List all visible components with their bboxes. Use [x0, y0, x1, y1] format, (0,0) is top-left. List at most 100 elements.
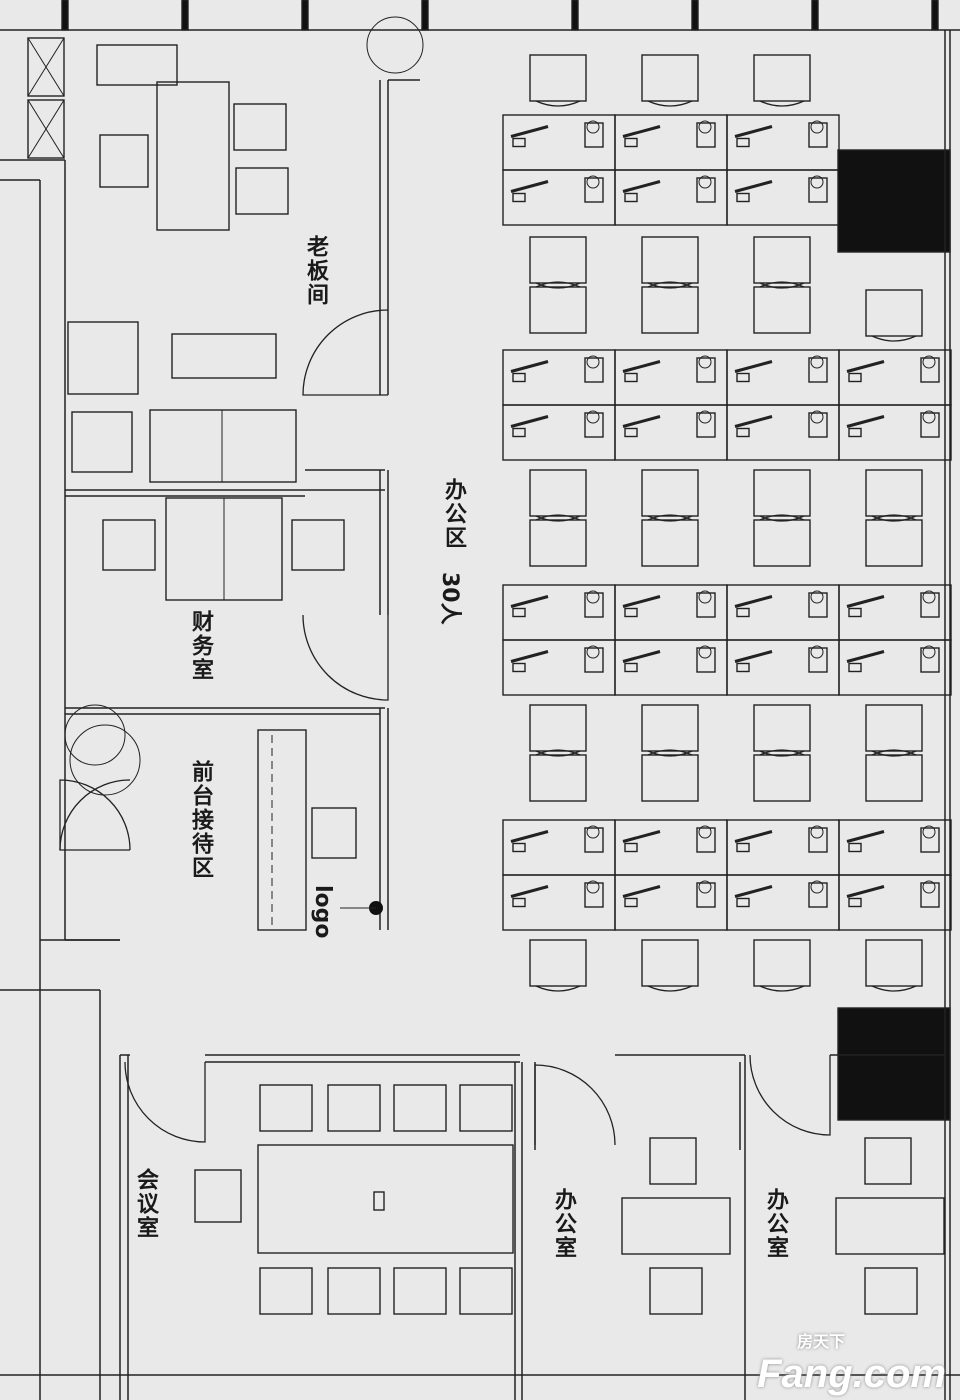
- mouse: [586, 410, 600, 424]
- chair: [865, 469, 923, 517]
- chair: [102, 519, 156, 571]
- phone: [512, 607, 526, 618]
- keyboard: [846, 360, 885, 373]
- mouse: [586, 120, 600, 134]
- phone: [624, 137, 638, 148]
- cabinet: [27, 37, 65, 97]
- chair: [753, 519, 811, 567]
- computer: [696, 647, 716, 673]
- door-meeting-room: [124, 1061, 206, 1143]
- side-table: [71, 411, 133, 473]
- mouse: [586, 645, 600, 659]
- keyboard: [734, 360, 773, 373]
- chair: [259, 1267, 313, 1315]
- chair: [641, 704, 699, 752]
- chair-back: [535, 749, 581, 756]
- watermark-en: Fang.com: [757, 1352, 946, 1396]
- computer: [584, 412, 604, 438]
- office-chair: [864, 1137, 912, 1185]
- chair: [641, 939, 699, 987]
- table-center: [373, 1191, 385, 1211]
- reception-chair: [311, 807, 357, 859]
- phone: [736, 897, 750, 908]
- phone: [624, 607, 638, 618]
- window-mullion: [421, 0, 429, 31]
- chair-back: [535, 750, 581, 757]
- phone: [624, 842, 638, 853]
- keyboard: [734, 595, 773, 608]
- window-mullion: [301, 0, 309, 31]
- watermark: 房天下 Fang.com: [757, 1334, 946, 1396]
- phone: [624, 192, 638, 203]
- computer: [584, 882, 604, 908]
- computer: [920, 592, 940, 618]
- computer: [584, 122, 604, 148]
- chair: [753, 236, 811, 284]
- phone: [736, 607, 750, 618]
- keyboard: [622, 830, 661, 843]
- mouse: [810, 825, 824, 839]
- side-table: [96, 44, 178, 86]
- cabinet-x: [27, 37, 65, 97]
- chair-back: [647, 750, 693, 757]
- plant-icon: [69, 724, 141, 796]
- mouse: [698, 175, 712, 189]
- computer: [808, 357, 828, 383]
- office-desk: [835, 1197, 945, 1255]
- chair-back: [647, 282, 693, 289]
- mouse: [922, 880, 936, 894]
- chair-back: [871, 514, 917, 521]
- chair: [327, 1084, 381, 1132]
- chair: [459, 1084, 513, 1132]
- computer: [584, 592, 604, 618]
- label-meeting-room: 会议室: [133, 1168, 159, 1240]
- keyboard: [510, 360, 549, 373]
- computer: [696, 177, 716, 203]
- chair: [649, 1267, 703, 1315]
- computer: [584, 357, 604, 383]
- computer: [696, 357, 716, 383]
- meeting-table: [257, 1144, 514, 1254]
- phone: [512, 842, 526, 853]
- mouse: [922, 410, 936, 424]
- chair: [865, 289, 923, 337]
- mouse: [922, 355, 936, 369]
- mouse: [586, 880, 600, 894]
- mouse: [698, 645, 712, 659]
- workstation-desk: [838, 874, 952, 931]
- phone: [736, 662, 750, 673]
- phone: [624, 427, 638, 438]
- phone: [736, 192, 750, 203]
- chair: [753, 469, 811, 517]
- chair: [393, 1267, 447, 1315]
- cabinet-x: [27, 99, 65, 159]
- keyboard: [622, 125, 661, 138]
- window-mullion: [811, 0, 819, 31]
- chair-back: [535, 515, 581, 522]
- chair-back: [535, 282, 581, 289]
- keyboard: [846, 650, 885, 663]
- computer: [808, 122, 828, 148]
- phone: [624, 662, 638, 673]
- keyboard: [510, 830, 549, 843]
- window-mullion: [61, 0, 69, 31]
- mouse: [698, 825, 712, 839]
- door-entrance: [59, 779, 131, 851]
- chair: [641, 469, 699, 517]
- chair: [864, 1267, 918, 1315]
- chair-back: [871, 335, 917, 342]
- phone: [512, 427, 526, 438]
- keyboard: [510, 885, 549, 898]
- computer: [808, 827, 828, 853]
- chair-back: [759, 750, 805, 757]
- mouse: [810, 410, 824, 424]
- computer: [808, 647, 828, 673]
- door-entrance: [59, 779, 131, 851]
- window-mullion: [571, 0, 579, 31]
- chair: [529, 286, 587, 334]
- computer: [920, 882, 940, 908]
- guest-chair: [235, 167, 289, 215]
- workstation-desk: [838, 639, 952, 696]
- computer: [808, 882, 828, 908]
